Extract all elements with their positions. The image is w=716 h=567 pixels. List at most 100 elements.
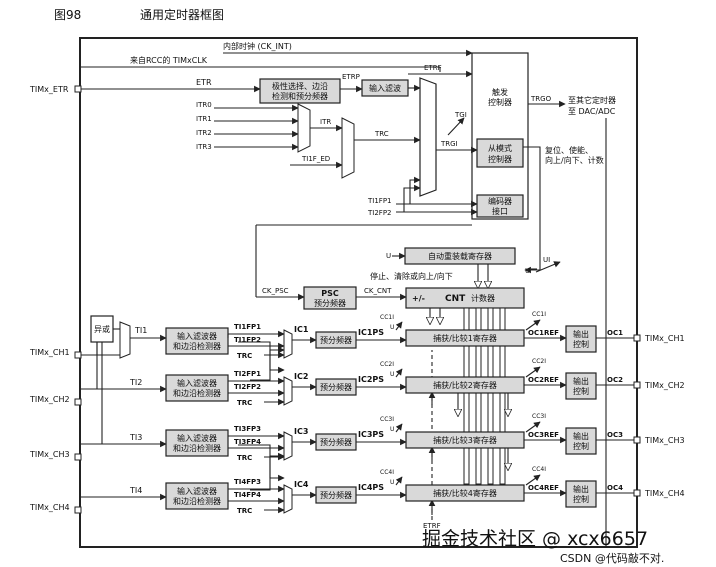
ch4-in-label: TIMx_CH4 xyxy=(29,503,70,512)
encoder-text-1: 编码器 xyxy=(488,196,512,206)
figure-number: 图98 xyxy=(54,8,81,22)
ch3-fp-a: TI3FP3 xyxy=(234,425,261,433)
oc3-label: OC3 xyxy=(607,431,623,439)
ch1-output-text-1: 输出 xyxy=(573,329,589,339)
ch4-edge-text-1: 输入滤波器 xyxy=(177,486,217,496)
watermark-text: 掘金技术社区 @ xcx6657 xyxy=(422,528,648,550)
ch3-out-label: TIMx_CH3 xyxy=(644,436,685,445)
ti1fed-label: TI1F_ED xyxy=(301,155,330,163)
ui-arrow xyxy=(535,261,561,273)
ch1-edge-text-1: 输入滤波器 xyxy=(177,331,217,341)
itr1-label: ITR1 xyxy=(196,115,212,123)
ch2-prescaler-text: 预分频器 xyxy=(320,382,352,392)
trgo-to-1: 至其它定时器 xyxy=(568,95,616,105)
psc-sub-text: 预分频器 xyxy=(314,298,346,308)
ck-cnt-label: CK_CNT xyxy=(364,287,392,295)
cc1i-arrow-a xyxy=(395,321,403,331)
ch3-output-ctrl xyxy=(565,427,597,455)
ch1-edge-detector xyxy=(165,327,229,355)
ch1-fp-b: TI1FP2 xyxy=(234,336,261,344)
cc2i-arrow-a xyxy=(395,368,403,378)
ch2-output-text-1: 输出 xyxy=(573,376,589,386)
ch4-fp-b: TI4FP4 xyxy=(234,491,261,499)
ch3-fp-b: TI3FP4 xyxy=(234,438,261,446)
ch2-edge-text-2: 和边沿检测器 xyxy=(173,388,221,398)
u-label-ch2: U xyxy=(390,371,394,378)
icps4-label: IC4PS xyxy=(358,483,384,492)
tgi-label: TGI xyxy=(454,111,467,119)
ch3-ic-mux xyxy=(283,431,293,461)
stop-clear-text: 停止、清除或向上/向下 xyxy=(370,271,453,281)
cc-bus xyxy=(463,307,506,485)
itr-mux xyxy=(297,103,311,153)
ch4-edge-detector xyxy=(165,482,229,510)
etr-label: ETR xyxy=(196,78,212,87)
cc1i-label-b: CC1I xyxy=(532,311,546,318)
slave-text-2: 控制器 xyxy=(488,154,512,164)
ti4-label: TI4 xyxy=(129,486,142,495)
slave-controller xyxy=(476,138,524,168)
etr-pin xyxy=(74,85,82,93)
trigger-text-2: 控制器 xyxy=(488,97,512,107)
cnt-sub-text: 计数器 xyxy=(471,293,495,303)
oc4-label: OC4 xyxy=(607,484,623,492)
ic2-label: IC2 xyxy=(294,372,308,381)
polarity-block xyxy=(259,78,341,104)
ch3-edge-detector xyxy=(165,429,229,457)
u-label-1: U xyxy=(386,252,391,260)
ui-label: UI xyxy=(543,256,550,264)
cc2i-arrow-b xyxy=(525,366,541,378)
icps2-label: IC2PS xyxy=(358,375,384,384)
ocref1-label: OC1REF xyxy=(528,329,559,337)
ti1-label: TI1 xyxy=(134,326,147,335)
watermark-sub: CSDN @代码敲不对. xyxy=(560,551,664,565)
ch1-edge-text-2: 和边沿检测器 xyxy=(173,341,221,351)
slave-text-1: 从模式 xyxy=(488,143,512,153)
ti1fp1-label: TI1FP1 xyxy=(367,197,392,205)
polarity-text-1: 极性选择、边沿 xyxy=(272,81,328,91)
trigger-mux xyxy=(419,77,437,197)
ch1-ic-mux xyxy=(283,329,293,359)
ch3-out-pin xyxy=(633,436,641,444)
ch1-trc: TRC xyxy=(237,352,252,360)
ic3-label: IC3 xyxy=(294,427,308,436)
ch4-edge-text-2: 和边沿检测器 xyxy=(173,496,221,506)
reset-text-2: 向上/向下、计数 xyxy=(545,155,604,165)
cc4-register-text: 捕获/比较4寄存器 xyxy=(433,488,497,498)
ch2-in-label: TIMx_CH2 xyxy=(29,395,70,404)
xor-mux xyxy=(119,321,131,359)
cc2i-label-a: CC2I xyxy=(380,361,394,368)
ch4-in-pin xyxy=(74,506,82,514)
clock-rcc-label: 来自RCC的 TIMxCLK xyxy=(130,55,208,65)
cc4i-arrow-a xyxy=(395,476,403,486)
ti2fp2-mux xyxy=(403,184,421,212)
ch2-to-ch1-couple xyxy=(250,346,285,381)
ti2fp2-label: TI2FP2 xyxy=(367,209,392,217)
ch3-output-text-1: 输出 xyxy=(573,431,589,441)
cc1i-label-a: CC1I xyxy=(380,314,394,321)
ch2-out-label: TIMx_CH2 xyxy=(644,381,685,390)
ch2-in-pin xyxy=(74,398,82,406)
icps1-label: IC1PS xyxy=(358,328,384,337)
cc3i-arrow-b xyxy=(525,421,541,433)
trigger-text-1: 触发 xyxy=(492,87,508,97)
ch2-ic-mux xyxy=(283,376,293,406)
slave-to-cnt xyxy=(523,146,541,274)
ch4-output-text-2: 控制 xyxy=(573,494,589,504)
ch1-output-text-2: 控制 xyxy=(573,339,589,349)
ch4-out-label: TIMx_CH4 xyxy=(644,489,685,498)
ocref2-label: OC2REF xyxy=(528,376,559,384)
cc3i-label-a: CC3I xyxy=(380,416,394,423)
cc2i-label-b: CC2I xyxy=(532,358,546,365)
figure-title: 通用定时器框图 xyxy=(140,7,224,22)
ch1-prescaler-text: 预分频器 xyxy=(320,335,352,345)
channels: TIMx_CH1输入滤波器和边沿检测器TI1FP1TI1FP2TRCIC1预分频… xyxy=(29,311,685,515)
etrf-label: ETRF xyxy=(424,64,442,72)
ch4-output-text-1: 输出 xyxy=(573,484,589,494)
ch2-edge-text-1: 输入滤波器 xyxy=(177,378,217,388)
ch3-edge-text-1: 输入滤波器 xyxy=(177,433,217,443)
cc4i-arrow-b xyxy=(525,474,541,486)
input-filter-text: 输入滤波 xyxy=(369,83,401,93)
ch1-out-pin xyxy=(633,334,641,342)
